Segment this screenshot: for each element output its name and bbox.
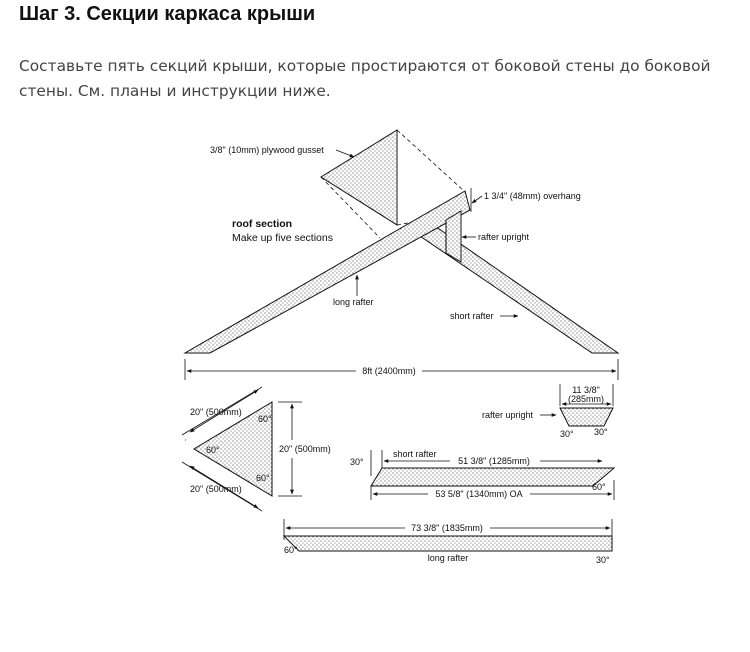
short-rafter-detail-angle-right: 60°	[592, 482, 606, 492]
short-rafter-label: short rafter	[450, 311, 494, 321]
long-rafter	[183, 190, 471, 354]
step-title: Шаг 3. Секции каркаса крыши	[19, 3, 316, 25]
gusset-detail-side-bottom: 20" (500mm)	[190, 484, 242, 494]
gusset-detail-side-top: 20" (500mm)	[190, 407, 242, 417]
upright-detail-angle-right: 30°	[594, 427, 608, 437]
gusset-detail-angle-top: 60°	[258, 414, 272, 424]
short-rafter-detail-overall: 53 5/8" (1340mm) OA	[435, 489, 522, 499]
upright-detail-angle-left: 30°	[560, 429, 574, 439]
long-rafter-detail-angle-right: 30°	[596, 555, 610, 565]
gusset-detail-angle-left: 60°	[206, 445, 220, 455]
short-rafter-detail-piece	[370, 467, 616, 487]
upright-detail-width: 11 3/8"	[572, 385, 600, 395]
long-rafter-detail-dimension: 73 3/8" (1835mm)	[411, 523, 483, 533]
long-rafter-label: long rafter	[333, 297, 374, 307]
upright-detail-dimensions	[540, 384, 614, 417]
short-rafter-detail-angle-left: 30°	[350, 457, 364, 467]
short-rafter-detail-dimensions	[370, 450, 615, 500]
long-rafter-detail-dimensions	[283, 519, 613, 540]
upright-detail-width-metric: (285mm)	[568, 394, 604, 404]
long-rafter-detail-label: long rafter	[428, 553, 469, 563]
rafter-upright	[445, 210, 462, 263]
roof-section-note: Make up five sections	[232, 232, 333, 244]
gusset-plate	[320, 129, 398, 226]
long-rafter-detail-piece	[282, 535, 613, 552]
span-dimension-label: 8ft (2400mm)	[362, 366, 416, 376]
overhang-leader	[471, 195, 483, 204]
rafter-upright-label: rafter upright	[478, 232, 530, 242]
lead-paragraph: Составьте пять секций крыши, которые про…	[19, 57, 711, 100]
upright-detail-piece	[559, 407, 614, 427]
gusset-detail-angle-bottom: 60°	[256, 473, 270, 483]
long-rafter-detail-angle-left: 60°	[284, 545, 298, 555]
gusset-leader	[335, 149, 355, 158]
short-rafter-detail-inner: 51 3/8" (1285mm)	[458, 456, 530, 466]
gusset-label: 3/8" (10mm) plywood gusset	[210, 145, 324, 155]
roof-section-title: roof section	[232, 218, 292, 230]
gusset-detail-dimensions	[181, 386, 302, 512]
span-dimension-line	[184, 359, 619, 380]
overhang-label: 1 3/4" (48mm) overhang	[484, 191, 581, 201]
short-rafter-detail-label: short rafter	[393, 449, 437, 459]
gusset-detail-height: 20" (500mm)	[279, 444, 331, 454]
upright-detail-label: rafter upright	[482, 410, 534, 420]
